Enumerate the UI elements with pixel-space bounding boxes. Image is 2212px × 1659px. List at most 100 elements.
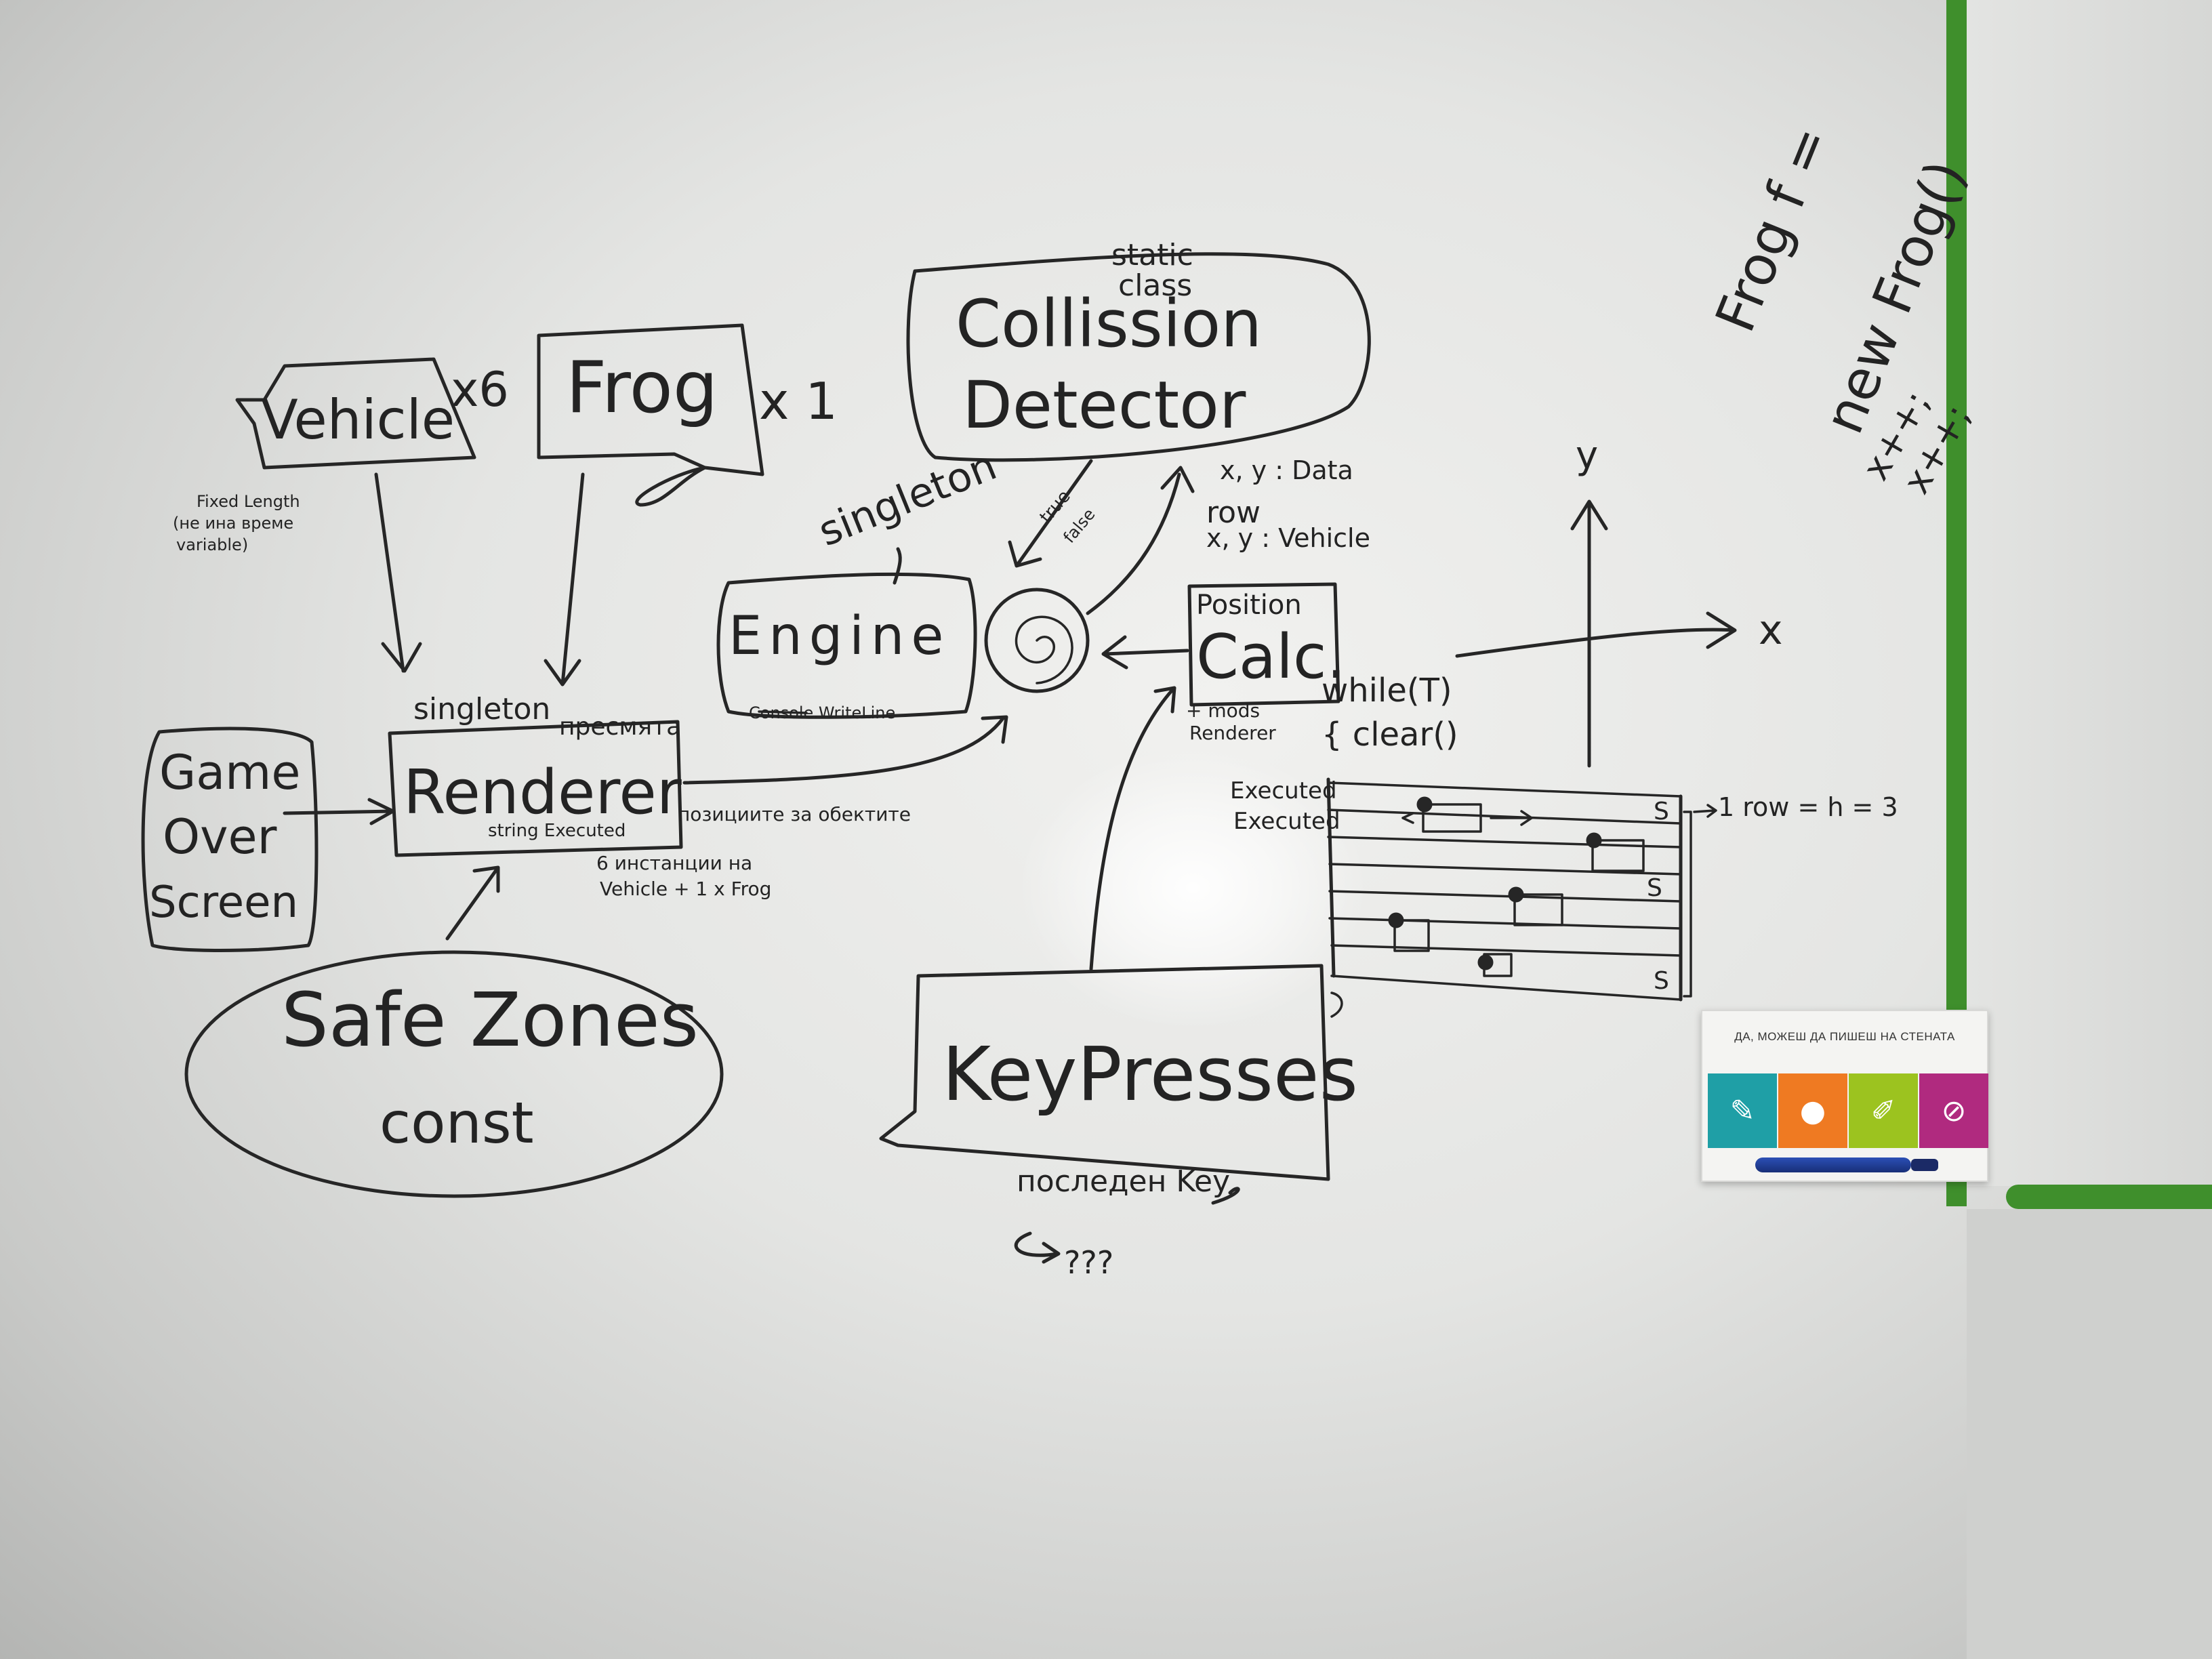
arrow-gameover-renderer [283, 798, 395, 825]
frog-label: Frog [566, 346, 718, 429]
wall-sign: ДА, МОЖЕШ ДА ПИШЕШ НА СТЕНАТА ✎ ● ✐ ⊘ [1701, 1010, 1988, 1182]
board-frame-vertical [1946, 0, 1967, 1206]
arrow-keys-calc [1089, 686, 1176, 971]
executed-label-2: Executed [1233, 808, 1340, 835]
grid-vehicle-2 [1591, 839, 1645, 872]
wall-right [1967, 0, 2212, 1186]
keypresses-box [879, 964, 1330, 1181]
keypresses-label: KeyPresses [942, 1031, 1358, 1118]
position-label-2: Calc. [1196, 621, 1347, 693]
arrow-vehicle-renderer [374, 472, 422, 673]
collision-label-2: Detector [962, 367, 1246, 443]
axis-x-line [1455, 611, 1737, 658]
grid-arrow-row [1693, 804, 1717, 818]
grid-vehicle-4 [1393, 919, 1430, 952]
arrow-collision-loop [1008, 459, 1093, 568]
no-icon: ⊘ [1941, 1093, 1967, 1128]
collision-box [906, 252, 1371, 462]
engine-label: Engine [729, 606, 951, 667]
grid-line-5 [1328, 890, 1682, 903]
question-arrow [1014, 1231, 1061, 1264]
axis-x-label: x [1759, 607, 1783, 654]
mods-label-2: Renderer [1189, 722, 1276, 744]
marker-icon: ✐ [1870, 1093, 1896, 1128]
xy-vehicle-label: x, y : Vehicle [1206, 523, 1370, 553]
grid-point-5 [1477, 954, 1494, 970]
safe-zones-ellipse [184, 950, 724, 1198]
grid-left-edge [1326, 777, 1336, 978]
last-key-label: последен Key [1017, 1164, 1231, 1199]
vehicle-note-1: Fixed Length [197, 492, 300, 511]
grid-s-1: S [1654, 798, 1669, 825]
const-label: const [380, 1090, 534, 1156]
vehicle-box [235, 357, 476, 470]
grid-arrow-right [1490, 810, 1533, 826]
grid-arrow-left [1401, 812, 1414, 824]
renderer-box [388, 720, 683, 857]
executed-label-1: Executed [1230, 777, 1337, 804]
arrow-renderer-loop [682, 715, 1008, 785]
row-label: row [1206, 495, 1261, 530]
frog-multiplier: x 1 [759, 371, 838, 431]
presmyata-label: пресмята [559, 713, 682, 741]
game-over-label-3: Screen [149, 878, 299, 928]
renderer-label: Renderer [403, 757, 682, 828]
board-frame-horizontal [2006, 1185, 2212, 1209]
pen-icon: ✎ [1729, 1093, 1755, 1128]
light-glare [1017, 745, 1369, 1030]
grid-vehicle-1 [1422, 803, 1482, 833]
grid-line-7 [1330, 944, 1682, 957]
vehicle-note-2: (не ина време [173, 514, 294, 533]
positions-note: позициите за обектите [678, 803, 911, 825]
grid-s-3: S [1654, 967, 1669, 995]
safe-zones-label: Safe Zones [281, 977, 699, 1063]
egg-icon: ● [1799, 1093, 1826, 1128]
arrow-calc-loop [1101, 635, 1189, 670]
vehicle-label: Vehicle [261, 388, 455, 451]
vehicle-note-3: variable) [176, 535, 249, 554]
game-over-box [141, 726, 319, 952]
game-over-label-2: Over [163, 809, 277, 865]
grid-row-bracket [1683, 811, 1692, 998]
one-row-label: 1 row = h = 3 [1718, 792, 1898, 822]
xy-data-label: x, y : Data [1220, 455, 1353, 485]
axis-y-line [1570, 499, 1608, 768]
instances-note-1: 6 инстанции на [596, 852, 753, 874]
loop-circle [984, 588, 1090, 693]
grid-line-6 [1328, 917, 1682, 930]
sign-tile-magenta: ⊘ [1919, 1073, 1988, 1148]
grid-line-4 [1328, 863, 1682, 876]
grid-point-3 [1508, 886, 1524, 903]
mods-label-1: + mods [1186, 699, 1261, 722]
game-over-label-1: Game [159, 745, 301, 800]
arrow-engine-collision [893, 547, 902, 585]
arrow-loop-collision [1086, 466, 1195, 615]
frog-tail [635, 466, 707, 507]
grid-vehicle-3 [1513, 893, 1563, 926]
grid-point-4 [1388, 912, 1404, 928]
sign-tile-lime: ✐ [1849, 1073, 1918, 1148]
arrow-frog-renderer [544, 472, 585, 687]
collision-label-1: Collission [956, 286, 1263, 362]
engine-box [716, 572, 977, 719]
engine-singleton-underline [758, 710, 808, 714]
marker-cap [1911, 1159, 1938, 1171]
string-executed: string Executed [488, 821, 626, 841]
grid-line-3 [1327, 836, 1682, 848]
sign-tile-teal: ✎ [1708, 1073, 1777, 1148]
sign-tile-orange: ● [1778, 1073, 1847, 1148]
grid-line-2 [1327, 808, 1682, 825]
collision-note-1: static [1111, 238, 1193, 272]
question-label: ??? [1064, 1244, 1114, 1281]
grid-s-2: S [1647, 874, 1662, 902]
axis-y-label: y [1576, 434, 1599, 478]
clear-label: { clear() [1322, 716, 1458, 754]
sign-title: ДА, МОЖЕШ ДА ПИШЕШ НА СТЕНАТА [1734, 1030, 1955, 1043]
grid-point-2 [1586, 832, 1602, 848]
wall-bottom [1967, 1209, 2212, 1659]
loop-spiral [1015, 615, 1073, 684]
whiteboard-marker[interactable] [1755, 1158, 1911, 1172]
renderer-singleton: singleton [413, 692, 551, 726]
console-writeline: Console.WriteLine [749, 703, 896, 722]
